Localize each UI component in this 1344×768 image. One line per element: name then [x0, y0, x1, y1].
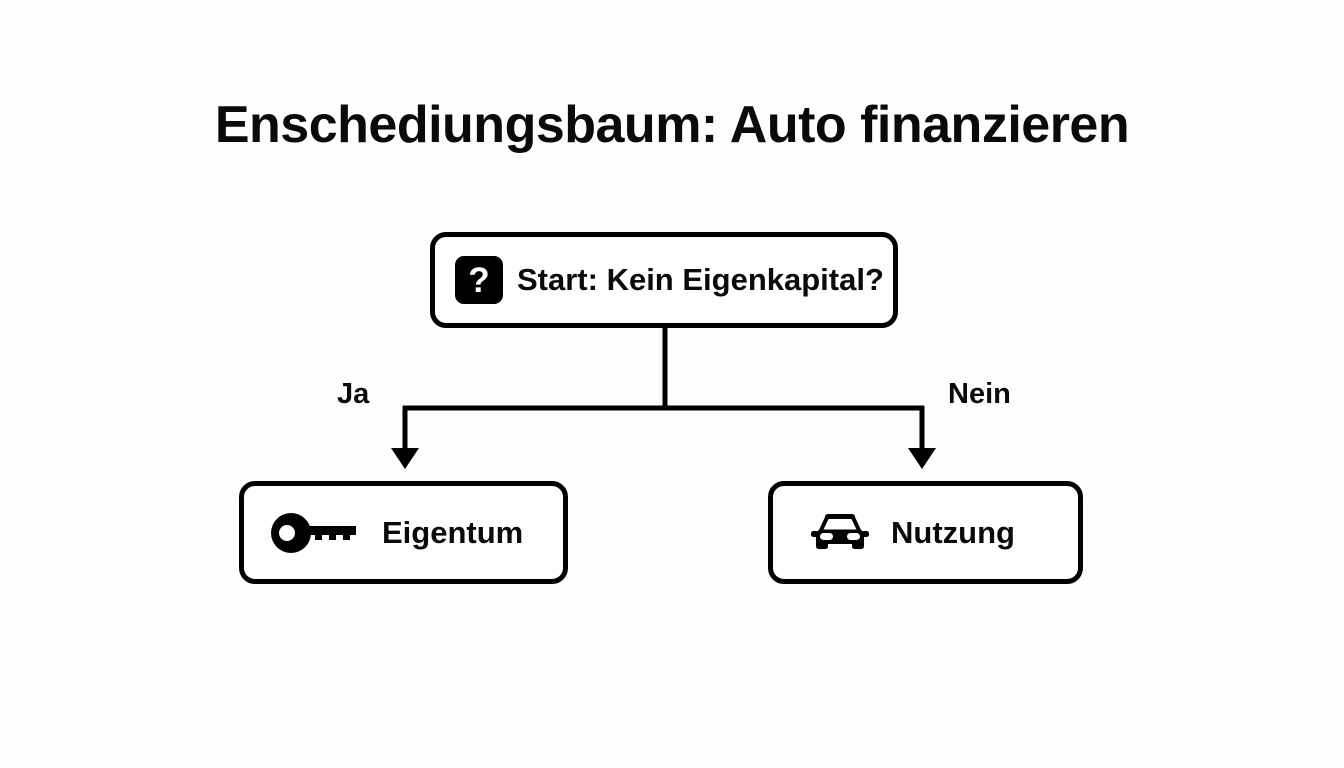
arrowhead-right	[908, 448, 936, 469]
page-title: Enschediungsbaum: Auto finanzieren	[214, 96, 1130, 154]
car-icon	[811, 513, 869, 549]
node-eigentum-label: Eigentum	[382, 514, 524, 550]
node-start-label: Start: Kein Eigenkapital?	[517, 262, 884, 297]
node-nutzung-label: Nutzung	[891, 514, 1015, 550]
node-eigentum[interactable]: Eigentum	[239, 481, 568, 584]
question-mark-badge-icon: ?	[455, 256, 503, 304]
key-icon	[271, 512, 356, 553]
arrowhead-left	[391, 448, 419, 469]
node-nutzung[interactable]: Nutzung	[768, 481, 1083, 584]
edge-label-yes: Ja	[337, 378, 370, 410]
edge-label-no: Nein	[948, 378, 1011, 410]
svg-text:?: ?	[468, 261, 489, 300]
node-start[interactable]: ? Start: Kein Eigenkapital?	[430, 232, 898, 328]
